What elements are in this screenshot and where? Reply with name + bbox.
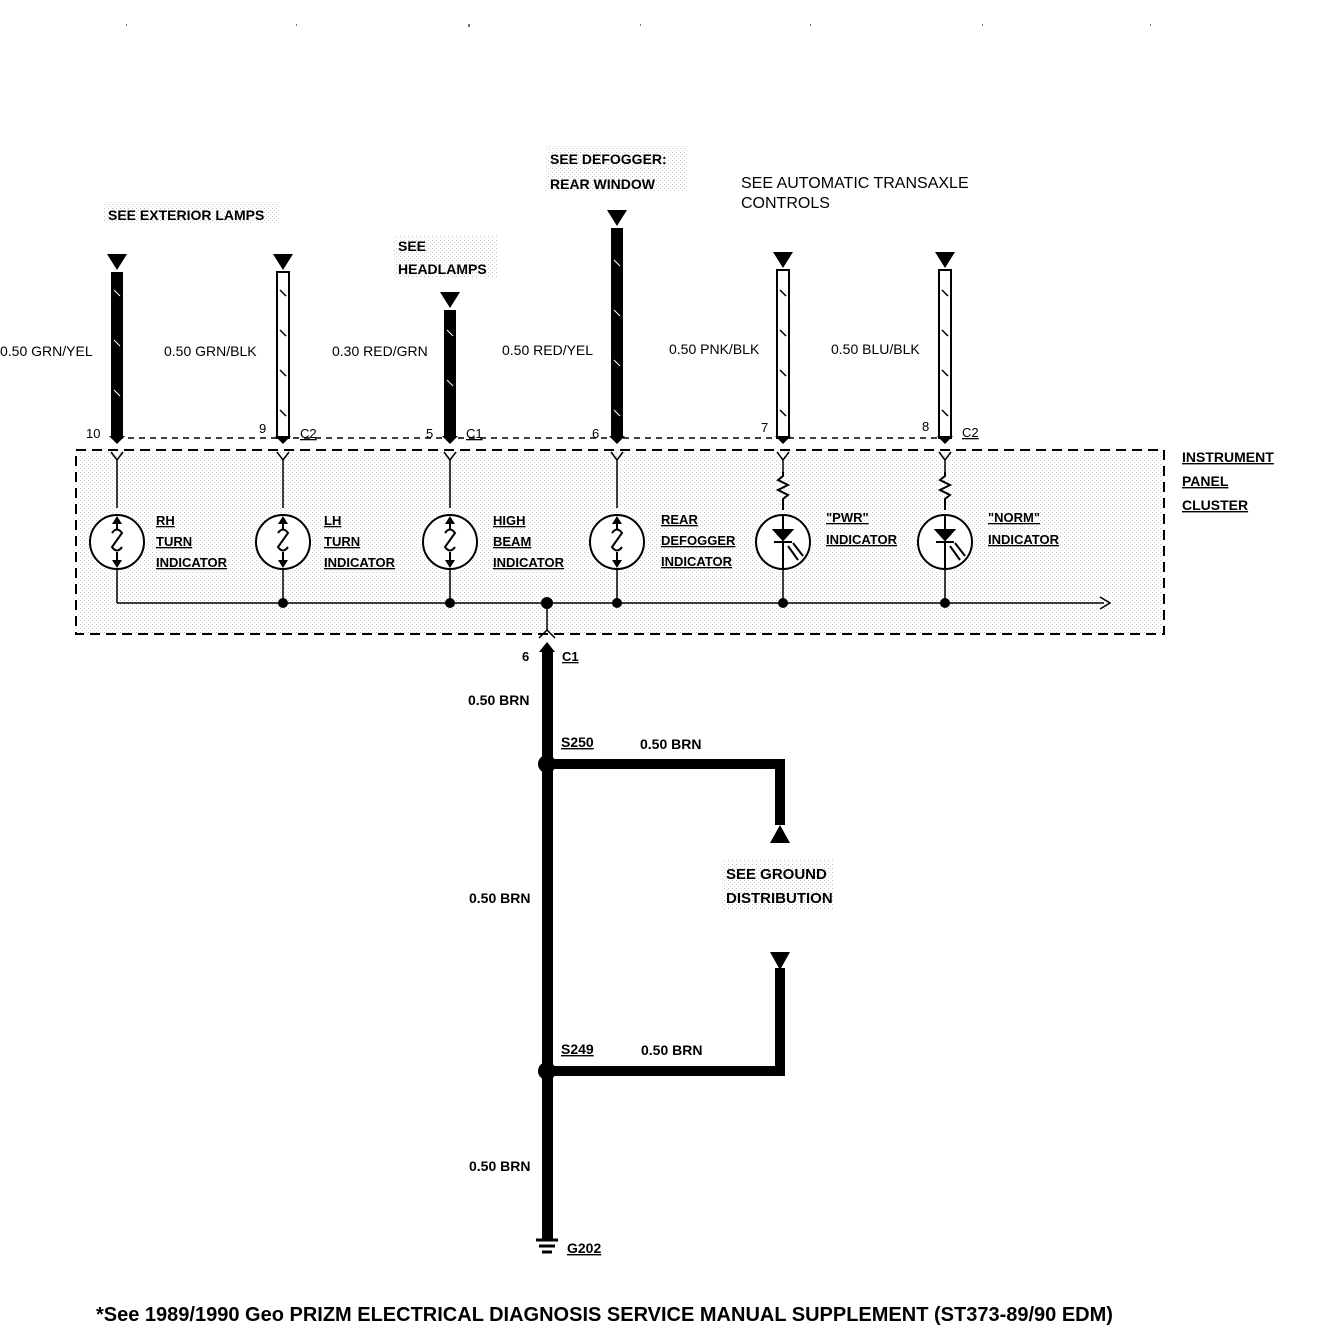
indicator-3-line2: BEAM <box>493 534 531 549</box>
ref-headlamps-1: SEE <box>398 238 426 254</box>
resistor-icon <box>937 472 953 510</box>
branch-1-label: 0.50 BRN <box>640 736 701 752</box>
indicator-labels: RH TURN INDICATOR LH TURN INDICATOR HIGH… <box>156 510 1060 570</box>
ref-ground-1: SEE GROUND <box>726 866 827 883</box>
top-wires <box>109 228 953 444</box>
led-icon <box>755 514 811 570</box>
bulb-icons <box>89 514 645 570</box>
wire-bottom-label: 0.50 BRN <box>469 1158 530 1174</box>
ref-transaxle-1: SEE AUTOMATIC TRANSAXLE <box>741 175 969 192</box>
indicator-6-line2: INDICATOR <box>988 532 1060 547</box>
indicator-5-line1: "PWR" <box>826 510 869 525</box>
ground-bus <box>116 569 1112 639</box>
footer-note: *See 1989/1990 Geo PRIZM ELECTRICAL DIAG… <box>96 1304 1113 1326</box>
wire-red-yel <box>611 228 623 438</box>
pin-5: 7 <box>761 420 768 435</box>
ground-pin: 6 <box>522 649 529 664</box>
ground-label: G202 <box>567 1240 601 1256</box>
wire-mid-label: 0.50 BRN <box>469 890 530 906</box>
pin-4: 6 <box>592 426 599 441</box>
indicator-2-line2: TURN <box>324 534 360 549</box>
wire-labels: 0.50 GRN/YEL 0.50 GRN/BLK 0.30 RED/GRN 0… <box>0 341 979 441</box>
wire-red-grn <box>444 310 456 438</box>
indicator-4-line2: DEFOGGER <box>661 533 736 548</box>
wire-label-4: 0.50 RED/YEL <box>502 342 593 358</box>
led-icon <box>917 514 973 570</box>
indicator-5-line2: INDICATOR <box>826 532 898 547</box>
indicator-4-line1: REAR <box>661 512 698 527</box>
splice-1-label: S250 <box>561 734 594 750</box>
ref-transaxle-2: CONTROLS <box>741 195 830 212</box>
ref-ground-2: DISTRIBUTION <box>726 890 833 907</box>
scan-marks <box>126 24 1151 27</box>
indicator-3-line1: HIGH <box>493 513 526 528</box>
splice-2-label: S249 <box>561 1041 594 1057</box>
ground-circuit: 6 C1 0.50 BRN S250 0.50 BRN 0.50 BRN S24… <box>468 642 834 1256</box>
reference-labels: SEE EXTERIOR LAMPS SEE HEADLAMPS SEE DEF… <box>104 146 969 278</box>
indicator-6-line1: "NORM" <box>988 510 1040 525</box>
indicator-1-line3: INDICATOR <box>156 555 228 570</box>
resistor-icon <box>775 472 791 510</box>
connector-c2-right: C2 <box>962 425 979 440</box>
indicator-2-line1: LH <box>324 513 341 528</box>
wire-grn-yel <box>111 272 123 438</box>
ref-defogger-2: REAR WINDOW <box>550 176 656 192</box>
wire-arrows <box>107 210 955 308</box>
wire-label-1: 0.50 GRN/YEL <box>0 343 93 359</box>
branch-2-label: 0.50 BRN <box>641 1042 702 1058</box>
ground-icon <box>536 1238 558 1254</box>
indicator-3-line3: INDICATOR <box>493 555 565 570</box>
wire-label-5: 0.50 PNK/BLK <box>669 341 760 357</box>
cluster-title-2: PANEL <box>1182 473 1229 489</box>
indicator-1-line2: TURN <box>156 534 192 549</box>
wire-label-2: 0.50 GRN/BLK <box>164 343 257 359</box>
connector-c1-top: C1 <box>466 426 483 441</box>
wire-top-label: 0.50 BRN <box>468 692 529 708</box>
pin-2: 9 <box>259 421 266 436</box>
ref-exterior-lamps: SEE EXTERIOR LAMPS <box>108 207 264 223</box>
indicator-4-line3: INDICATOR <box>661 554 733 569</box>
ref-headlamps-2: HEADLAMPS <box>398 261 487 277</box>
ground-connector: C1 <box>562 649 579 664</box>
indicator-1-line1: RH <box>156 513 175 528</box>
cluster-title-3: CLUSTER <box>1182 497 1248 513</box>
pin-6: 8 <box>922 419 929 434</box>
pin-1: 10 <box>86 426 100 441</box>
connector-c2-left: C2 <box>300 426 317 441</box>
ref-defogger-1: SEE DEFOGGER: <box>550 151 667 167</box>
pin-3: 5 <box>426 426 433 441</box>
wire-label-3: 0.30 RED/GRN <box>332 343 428 359</box>
wire-label-6: 0.50 BLU/BLK <box>831 341 920 357</box>
internal-connectors <box>110 451 952 508</box>
indicator-2-line3: INDICATOR <box>324 555 396 570</box>
cluster-title-1: INSTRUMENT <box>1182 449 1274 465</box>
